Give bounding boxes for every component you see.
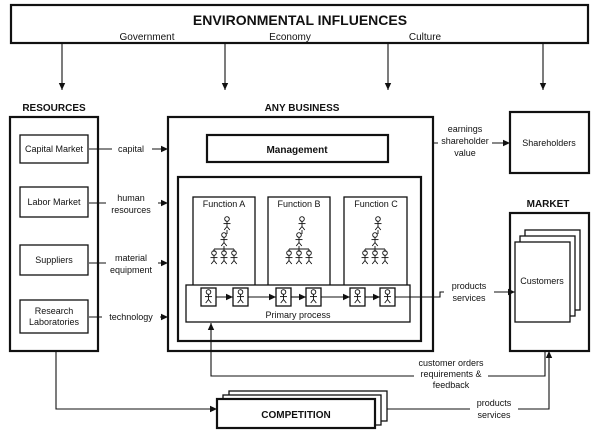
customers-label: Customers (520, 276, 564, 286)
process-step-2 (232, 287, 249, 307)
environmental-title: ENVIRONMENTAL INFLUENCES (193, 12, 407, 28)
capital-market-label: Capital Market (25, 144, 84, 154)
labor-market-box (19, 186, 89, 218)
process-step-3 (275, 287, 292, 307)
earnings-label-1: earnings (448, 124, 483, 134)
suppliers-label: Suppliers (35, 255, 73, 265)
material-flow-label-2: equipment (110, 265, 153, 275)
primary-process-label: Primary process (265, 310, 331, 320)
management-box (205, 133, 390, 164)
orders-label-3: feedback (433, 380, 470, 390)
research-laboratories-box (19, 299, 89, 334)
competition-to-market-line (387, 351, 553, 410)
function-b-label: Function B (277, 199, 320, 209)
earnings-label-2: shareholder (441, 136, 489, 146)
function-c-box (343, 196, 408, 294)
function-c-label: Function C (354, 199, 398, 209)
market-title: MARKET (527, 199, 570, 210)
competition-box (215, 397, 377, 430)
management-label: Management (266, 145, 328, 156)
process-step-4 (305, 287, 322, 307)
capital-flow-label: capital (118, 144, 144, 154)
factor-economy: Economy (269, 32, 311, 43)
orders-label-1: customer orders (418, 358, 484, 368)
orders-label-2: requirements & (420, 369, 481, 379)
competition-label: COMPETITION (261, 410, 330, 421)
resources-to-competition-line (55, 351, 217, 413)
suppliers-box (19, 244, 89, 276)
products-label-1: products (452, 281, 487, 291)
factor-culture: Culture (409, 32, 442, 43)
products-label-2: services (452, 293, 486, 303)
process-step-6 (379, 287, 396, 307)
shareholders-box (508, 110, 591, 175)
research-label-line1: Research (35, 306, 74, 316)
material-flow-label-1: material (115, 253, 147, 263)
shareholders-label: Shareholders (522, 138, 576, 148)
process-step-1 (200, 287, 217, 307)
labor-market-label: Labor Market (27, 197, 81, 207)
competition-products-label-1: products (477, 398, 512, 408)
function-b-box (267, 196, 331, 294)
human-flow-label-1: human (117, 193, 145, 203)
capital-market-box (19, 134, 89, 164)
function-a-box (192, 196, 256, 294)
primary-process-box (185, 284, 411, 323)
earnings-label-3: value (454, 148, 476, 158)
competition-products-label-2: services (477, 410, 511, 420)
customer-orders-arrow (207, 323, 546, 377)
business-title: ANY BUSINESS (265, 103, 340, 114)
customers-box (514, 241, 571, 323)
environmental-influences-box (9, 3, 590, 45)
factor-government: Government (119, 32, 174, 43)
human-flow-label-2: resources (111, 205, 151, 215)
resources-title: RESOURCES (22, 103, 86, 114)
process-step-5 (349, 287, 366, 307)
research-label-line2: Laboratories (29, 317, 80, 327)
function-a-label: Function A (203, 199, 246, 209)
technology-flow-label: technology (109, 312, 153, 322)
